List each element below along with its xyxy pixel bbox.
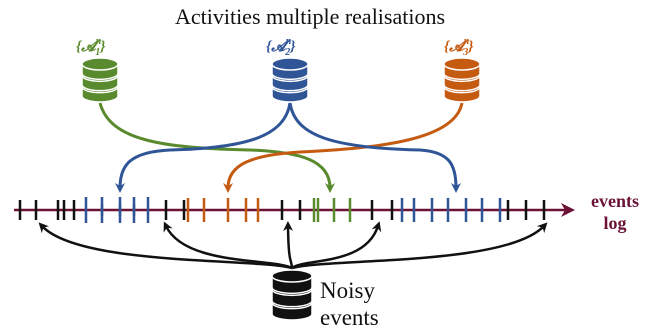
set-label-1-sup: n — [96, 36, 102, 47]
database-layer-top — [81, 57, 119, 71]
connector-blue-right — [288, 102, 461, 193]
set-label-1-sub: 1 — [95, 47, 100, 58]
database-icon-blue — [271, 57, 309, 103]
set-label-2-sup: n — [286, 36, 292, 47]
set-label-1-close: } — [99, 39, 106, 55]
set-label-3-sub: 3 — [462, 47, 468, 58]
noise-connectors — [38, 221, 548, 270]
noisy-events-label-line1: Noisy — [320, 278, 375, 303]
noise-connector — [163, 221, 293, 270]
event-ticks — [18, 197, 546, 223]
set-label-1-main: {𝓐 — [76, 39, 101, 55]
events-log-label-line2: log — [603, 213, 626, 233]
set-label-3-main: {𝓐 — [444, 39, 469, 55]
database-layer-top — [443, 57, 481, 71]
diagram-title: Activities multiple realisations — [175, 4, 445, 29]
database-icon-orange — [443, 57, 481, 103]
set-label-2-sub: 2 — [284, 47, 290, 58]
noise-connector — [291, 221, 382, 270]
set-label-2-close: } — [289, 39, 296, 55]
set-label-3-sup: n — [464, 36, 470, 47]
database-icon-noise — [271, 269, 313, 321]
events-log-label-line1: events — [591, 191, 639, 211]
database-layer-top — [271, 269, 313, 283]
database-icon-green — [81, 57, 119, 103]
set-label-2-main: {𝓐 — [266, 39, 291, 55]
noise-connector — [38, 222, 293, 270]
set-label-3-close: } — [467, 39, 474, 55]
noise-connector — [291, 222, 548, 270]
connector-green — [98, 102, 335, 193]
svg-text:{𝓐n1}: {𝓐n1} — [76, 36, 106, 58]
connector-orange — [223, 102, 464, 193]
connector-blue-left — [115, 102, 292, 193]
svg-text:{𝓐n3}: {𝓐n3} — [444, 36, 474, 58]
database-layer-top — [271, 57, 309, 71]
noisy-events-label-line2: events — [320, 305, 379, 330]
noise-connector — [283, 221, 294, 269]
svg-text:{𝓐n2}: {𝓐n2} — [266, 36, 296, 58]
